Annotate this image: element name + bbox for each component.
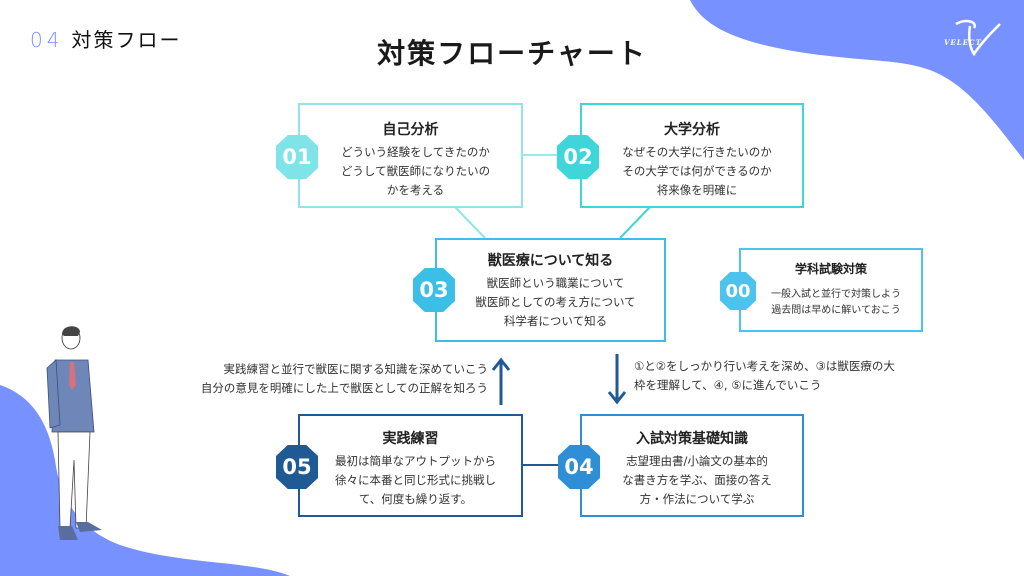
- velect-logo: VELECT: [944, 14, 1004, 64]
- section-number: 04: [30, 28, 64, 52]
- step-badge-00: 00: [720, 272, 756, 310]
- bottom-left-blob: [0, 385, 290, 576]
- step-body: 志望理由書/小論文の基本的 な書き方を学ぶ、面接の答え 方・作法について学ぶ: [622, 454, 772, 506]
- step-body: 一般入試と並行で対策しよう 過去問は早めに解いておこう: [771, 289, 901, 316]
- arrow-down-icon: [607, 354, 627, 405]
- step-card-02[interactable]: 大学分析 なぜその大学に行きたいのか その大学では何ができるのか 将来像を明確に: [580, 103, 804, 208]
- step-card-04[interactable]: 入試対策基礎知識 志望理由書/小論文の基本的 な書き方を学ぶ、面接の答え 方・作…: [580, 414, 804, 517]
- step-body: 獣医師という職業について 獣医師としての考え方について 科学者について知る: [475, 276, 636, 328]
- step-body: どういう経験をしてきたのか どうして獣医師になりたいの かを考える: [340, 145, 491, 197]
- step-title: 学科試験対策: [794, 262, 867, 276]
- step-title: 入試対策基礎知識: [636, 431, 748, 447]
- step-badge-01: 01: [276, 135, 318, 179]
- section-label: 04 対策フロー: [30, 24, 181, 53]
- logo-text: VELECT: [944, 38, 982, 47]
- step-card-03[interactable]: 獣医療について知る 獣医師という職業について 獣医師としての考え方について 科学…: [435, 238, 666, 342]
- step-title: 実践練習: [382, 431, 439, 447]
- section-title: 対策フロー: [71, 28, 182, 52]
- step-card-01[interactable]: 自己分析 どういう経験をしてきたのか どうして獣医師になりたいの かを考える: [298, 103, 523, 208]
- step-badge-04: 04: [558, 445, 600, 489]
- businessman-illustration: [46, 326, 102, 540]
- connector-02-03: [619, 206, 651, 239]
- step-badge-03: 03: [413, 268, 455, 312]
- step-badge-05: 05: [276, 445, 318, 489]
- step-body: 最初は簡単なアウトプットから 徐々に本番と同じ形式に挑戦し て、何度も繰り返す。: [335, 454, 496, 506]
- note-right: ①と②をしっかり行い考えを深め、③は獣医療の大 枠を理解して、④, ⑤に進んでい…: [634, 359, 895, 392]
- step-card-05[interactable]: 実践練習 最初は簡単なアウトプットから 徐々に本番と同じ形式に挑戦し て、何度も…: [298, 414, 523, 517]
- page-title: 対策フローチャート: [377, 37, 647, 70]
- arrow-up-icon: [491, 357, 511, 405]
- top-right-blob: [690, 0, 1024, 160]
- note-left: 実践練習と並行で獣医に関する知識を深めていこう 自分の意見を明確にした上で獣医と…: [200, 362, 488, 395]
- step-title: 大学分析: [664, 122, 720, 138]
- connector-01-03: [454, 206, 486, 239]
- step-title: 自己分析: [382, 122, 439, 138]
- step-body: なぜその大学に行きたいのか その大学では何ができるのか 将来像を明確に: [622, 145, 772, 197]
- step-card-00[interactable]: 学科試験対策 一般入試と並行で対策しよう 過去問は早めに解いておこう: [739, 248, 923, 332]
- logo-v-icon: [955, 19, 1001, 57]
- step-badge-02: 02: [557, 135, 599, 179]
- step-title: 獣医療について知る: [487, 253, 614, 269]
